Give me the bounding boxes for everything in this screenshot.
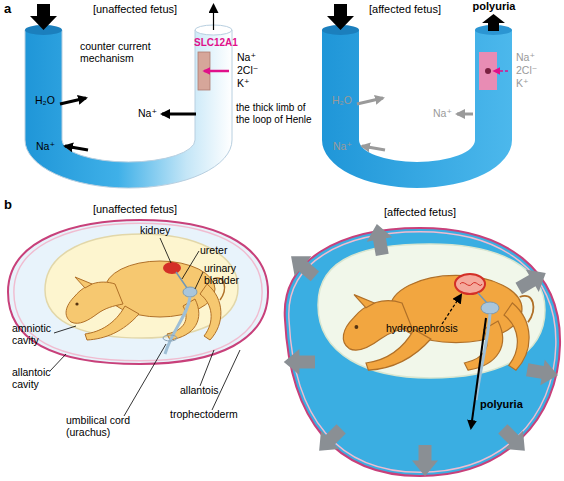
structure-label: umbilical cord (urachus) <box>66 414 156 438</box>
structure-label: allantois <box>180 384 219 396</box>
sodium-arrow <box>362 146 385 150</box>
leader-line <box>200 350 214 386</box>
sodium-arrow <box>162 113 196 116</box>
sodium-arrow <box>65 146 88 150</box>
structure-label: hydronephrosis <box>386 322 458 334</box>
structure-label: ureter <box>200 244 227 256</box>
mechanism-label: counter current mechanism <box>80 40 172 64</box>
leader-line <box>442 295 461 324</box>
transporter-label: SLC12A1 <box>194 37 238 49</box>
hydronephrotic-kidney <box>455 274 485 294</box>
panel-title: [unaffected fetus] <box>70 3 200 16</box>
transport-arrow <box>494 70 508 72</box>
structure-label: kidney <box>140 224 170 236</box>
panel-letter: a <box>4 2 11 17</box>
structure-label: allantoic cavity <box>12 366 64 390</box>
kidney-shape <box>163 262 181 274</box>
fetus-drawing <box>66 261 224 340</box>
panel-title: [unaffected fetus] <box>70 203 200 216</box>
ureter-line <box>176 272 187 288</box>
ion-label: 2Cl⁻ <box>237 64 258 76</box>
structure-label: trophectoderm <box>170 408 238 420</box>
panel-title: [affected fetus] <box>345 3 465 16</box>
expansion-arrow <box>412 445 438 476</box>
panel-title: [affected fetus] <box>355 206 485 219</box>
structure-label: urinary bladder <box>204 262 252 286</box>
leader-line <box>212 350 240 410</box>
solute-label: Na⁺ <box>36 140 55 152</box>
leader-line <box>182 251 199 279</box>
amnion <box>318 244 545 378</box>
expansion-arrow <box>494 420 534 460</box>
transporter-box <box>479 52 497 90</box>
flow-arrow <box>213 5 214 30</box>
flow-arrow <box>327 4 354 30</box>
structure-label: amniotic cavity <box>12 322 64 346</box>
solute-label: H₂O <box>35 94 55 106</box>
ureter-line <box>478 293 487 303</box>
solute-label: H₂O <box>332 94 352 106</box>
urachus-line <box>165 297 190 354</box>
water-arrow <box>357 98 383 104</box>
ion-label: K⁺ <box>237 77 250 89</box>
ion-label: Na⁺ <box>237 51 256 63</box>
leader-line <box>50 354 66 371</box>
polyuria-arrow <box>471 318 486 428</box>
solute-label: Na⁺ <box>138 107 157 119</box>
expansion-arrow <box>283 246 324 286</box>
structure-label: the thick limb of the loop of Henle <box>236 102 320 125</box>
polyuria-arrow <box>482 14 505 31</box>
solute-label: Na⁺ <box>333 140 352 152</box>
ion-label: Na⁺ <box>516 51 535 63</box>
loop-tubule <box>322 30 512 188</box>
expansion-arrow <box>310 420 350 460</box>
solute-label: Na⁺ <box>433 107 452 119</box>
kidney-detail <box>460 283 482 286</box>
flow-label: polyuria <box>468 0 520 13</box>
transport-arrow <box>204 70 229 73</box>
expansion-arrow <box>284 349 315 375</box>
expansion-arrow <box>512 262 552 300</box>
loop-tubule <box>25 30 232 188</box>
flow-arrow <box>30 4 57 30</box>
sodium-arrow <box>457 113 473 116</box>
fetus-drawing <box>343 275 533 370</box>
expansion-arrow <box>525 357 560 388</box>
leader-line <box>54 326 76 333</box>
expansion-arrow <box>364 222 395 257</box>
allantois-outline <box>289 232 556 473</box>
ion-label: K⁺ <box>516 77 529 89</box>
leader-line <box>124 344 166 416</box>
allantois-outline <box>14 223 262 361</box>
trophectoderm-outline <box>8 220 268 364</box>
mutation-dot <box>485 68 491 74</box>
leader-line <box>160 238 171 263</box>
water-arrow <box>60 98 86 104</box>
trophectoderm-outline <box>285 228 560 476</box>
panel-letter: b <box>4 198 12 213</box>
flow-label: polyuria <box>480 398 523 411</box>
urachus-line <box>476 314 490 400</box>
bladder-shape <box>481 302 499 314</box>
cord-ring <box>163 335 177 341</box>
ion-label: 2Cl⁻ <box>516 64 537 76</box>
leader-line <box>195 272 203 289</box>
